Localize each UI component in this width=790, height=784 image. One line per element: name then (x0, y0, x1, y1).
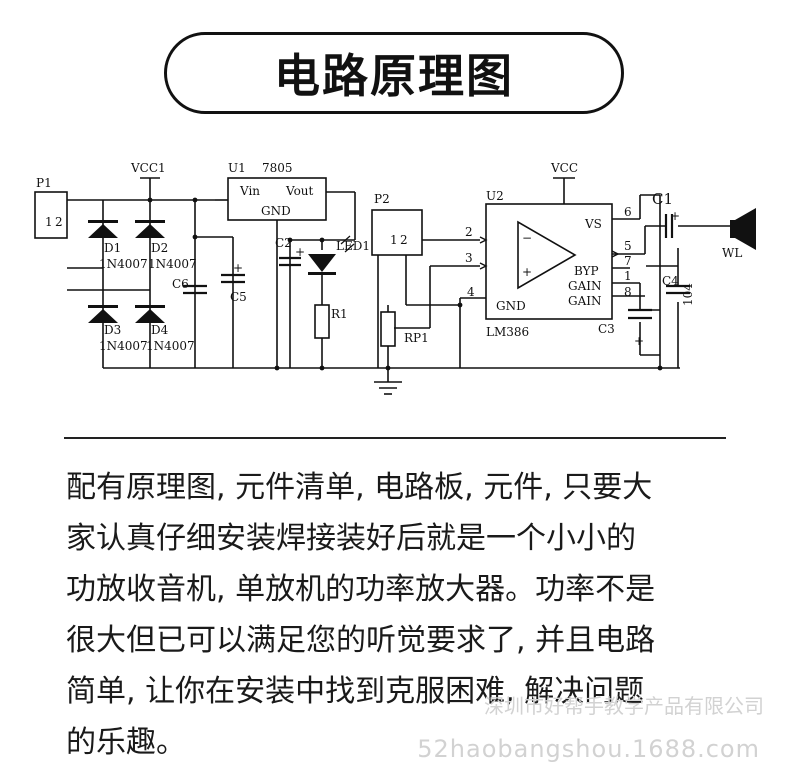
diode-d4 (135, 309, 165, 323)
label-u1: U1 (228, 161, 246, 175)
label-c1: C1 (652, 190, 673, 208)
u2-amplifier (485, 203, 613, 320)
label-p2-pin2: 2 (400, 233, 408, 247)
label-c5-plus: + (233, 261, 243, 275)
label-wl: WL (722, 246, 742, 260)
label-u2-gnd: GND (496, 299, 526, 313)
label-d4-model: 1N4007 (146, 339, 195, 353)
label-c1-plus: + (670, 209, 680, 223)
speaker-wl (735, 208, 756, 250)
page-title: 电路原理图 (274, 49, 514, 103)
label-d3: D3 (104, 323, 121, 337)
description-line: 很大但已可以满足您的听觉要求了, 并且电路 (66, 623, 656, 658)
label-p1-pin1: 1 (45, 215, 53, 229)
label-p1: P1 (36, 176, 52, 190)
resistor-r1 (314, 304, 330, 339)
label-c3: C3 (598, 322, 615, 336)
p1-connector (34, 191, 68, 239)
label-p2-pin1: 1 (390, 233, 398, 247)
label-lm386: LM386 (486, 325, 529, 339)
label-pin3: 3 (465, 251, 473, 265)
label-vin: Vin (239, 184, 260, 198)
label-p2: P2 (374, 192, 390, 206)
label-104: 104 (681, 283, 695, 306)
label-opamp-minus: − (522, 231, 532, 245)
title-banner: 电路原理图 (164, 32, 624, 114)
label-d1-model: 1N4007 (99, 257, 148, 271)
label-pin5: 5 (624, 239, 632, 253)
diode-d3 (88, 309, 118, 323)
label-pin4: 4 (467, 285, 475, 299)
label-pin8: 8 (624, 285, 632, 299)
circuit-schematic: P1 1 2 VCC1 D1 1N4007 D2 1N4007 D3 1N400… (34, 161, 756, 395)
label-byp: BYP (574, 264, 599, 278)
label-c2-plus: + (295, 245, 305, 259)
label-opamp-plus: + (522, 265, 532, 279)
label-d2: D2 (151, 241, 168, 255)
label-gain1: GAIN (568, 279, 602, 293)
label-c4: C4 (662, 274, 679, 288)
p2-connector (371, 209, 423, 256)
label-pin1: 1 (624, 269, 632, 283)
description-line: 的乐趣。 (66, 725, 186, 760)
label-u1-gnd: GND (261, 204, 291, 218)
section-divider (64, 437, 726, 439)
label-gain2: GAIN (568, 294, 602, 308)
label-vs: VS (584, 217, 602, 231)
label-vcc: VCC (550, 161, 578, 175)
label-pin2: 2 (465, 225, 473, 239)
opamp-symbol (517, 220, 577, 290)
description-text: 配有原理图, 元件清单, 电路板, 元件, 只要大 家认真仔细安装焊接装好后就是… (66, 462, 726, 768)
led1-symbol (308, 254, 336, 272)
label-rp1: RP1 (404, 331, 429, 345)
label-led1: LED1 (336, 239, 370, 253)
label-d1: D1 (104, 241, 121, 255)
label-c5: C5 (230, 290, 247, 304)
label-vcc1: VCC1 (130, 161, 166, 175)
watermark-company: 深圳市好帮手教学产品有限公司 (484, 694, 764, 718)
description-line: 家认真仔细安装焊接装好后就是一个小小的 (66, 521, 636, 556)
description-line: 简单, 让你在安装中找到克服困难, 解决问题 (66, 674, 645, 709)
description-line: 配有原理图, 元件清单, 电路板, 元件, 只要大 (66, 470, 653, 505)
label-d4: D4 (151, 323, 169, 337)
potentiometer-rp1 (380, 311, 396, 347)
label-p1-pin2: 2 (55, 215, 63, 229)
label-pin7: 7 (624, 254, 632, 268)
label-d2-model: 1N4007 (148, 257, 197, 271)
label-c6: C6 (172, 277, 189, 291)
diode-d1 (88, 224, 118, 238)
label-pin6: 6 (624, 205, 632, 219)
label-u2: U2 (486, 189, 504, 203)
label-vout: Vout (285, 184, 314, 198)
description-line: 功放收音机, 单放机的功率放大器。功率不是 (66, 572, 656, 607)
label-c3-plus: + (634, 334, 644, 348)
label-d3-model: 1N4007 (99, 339, 148, 353)
watermark-url: 52haobangshou.1688.com (417, 735, 760, 763)
diode-d2 (135, 224, 165, 238)
label-u1-model: 7805 (262, 161, 293, 175)
label-r1: R1 (331, 307, 348, 321)
label-c2: C2 (275, 236, 292, 250)
